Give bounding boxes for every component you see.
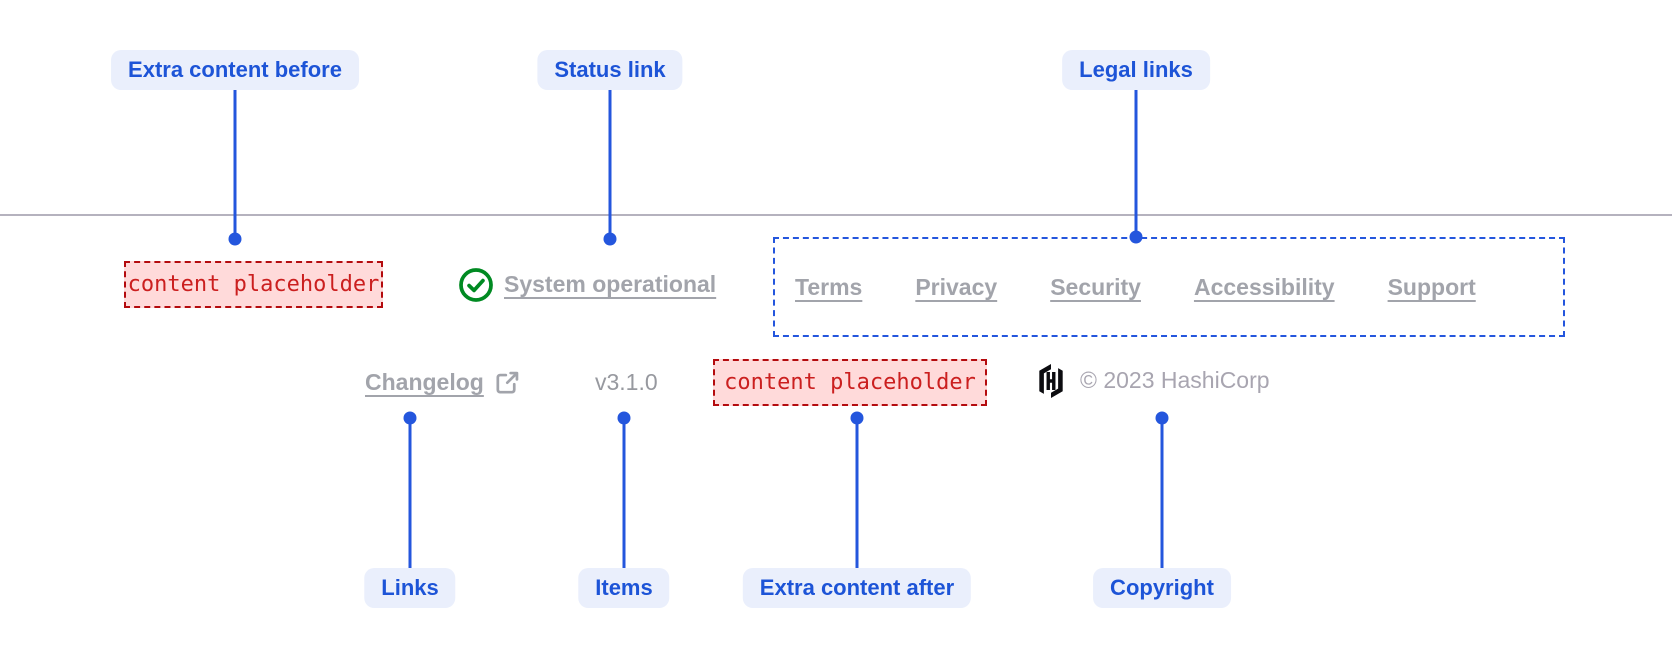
footer-divider — [0, 214, 1672, 216]
callout-label-legal-links: Legal links — [1062, 50, 1210, 90]
callout-line — [855, 424, 859, 568]
status-link[interactable]: System operational — [458, 261, 716, 308]
callout-dot — [228, 232, 242, 246]
callout-label-copyright: Copyright — [1093, 568, 1231, 608]
callout-label-items: Items — [578, 568, 670, 608]
callout-label-links: Links — [364, 568, 456, 608]
callout-label-extra-content-after: Extra content after — [742, 568, 972, 608]
callout-dot — [603, 232, 617, 246]
callout-line — [233, 90, 237, 234]
extra-content-after-placeholder: content placeholder — [713, 359, 987, 406]
changelog-link[interactable]: Changelog — [365, 359, 521, 406]
version-item: v3.1.0 — [595, 359, 658, 406]
copyright-group: © 2023 HashiCorp — [1036, 357, 1270, 404]
callout-line — [622, 424, 626, 568]
external-link-icon — [494, 369, 521, 396]
callout-dot — [1155, 411, 1169, 425]
extra-content-before-placeholder: content placeholder — [124, 261, 383, 308]
callout-dot — [850, 411, 864, 425]
legal-links-container: Terms Privacy Security Accessibility Sup… — [773, 237, 1565, 337]
version-text: v3.1.0 — [595, 369, 658, 395]
callout-line — [408, 424, 412, 568]
legal-link-security[interactable]: Security — [1050, 273, 1141, 300]
hashicorp-logo — [1036, 363, 1066, 398]
callout-label-status-link: Status link — [537, 50, 683, 90]
callout-label-extra-content-before: Extra content before — [111, 50, 359, 90]
legal-link-accessibility[interactable]: Accessibility — [1193, 273, 1335, 300]
callout-line — [1134, 90, 1138, 231]
changelog-link-label: Changelog — [365, 369, 484, 395]
callout-line — [608, 90, 612, 234]
callout-dot — [617, 411, 631, 425]
callout-line — [1160, 424, 1164, 568]
copyright-text: © 2023 HashiCorp — [1080, 367, 1270, 393]
callout-dot — [403, 411, 417, 425]
check-circle-icon — [458, 267, 494, 303]
legal-link-terms[interactable]: Terms — [795, 273, 863, 300]
callout-dot — [1129, 230, 1143, 244]
status-link-label: System operational — [504, 271, 717, 297]
legal-link-support[interactable]: Support — [1387, 273, 1476, 300]
legal-link-privacy[interactable]: Privacy — [915, 273, 998, 300]
